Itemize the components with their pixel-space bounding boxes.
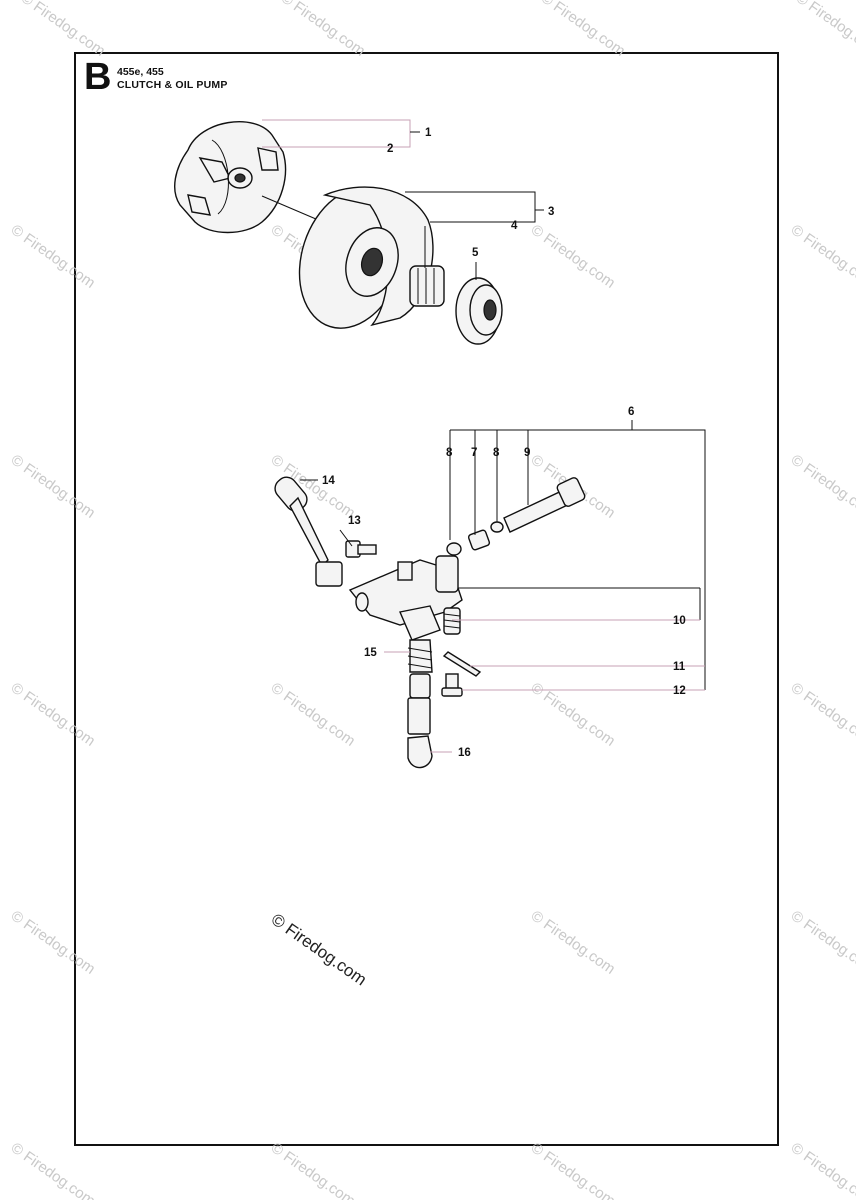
watermark: © Firedog.com (528, 221, 619, 291)
screw (345, 540, 377, 558)
watermark: © Firedog.com (788, 1139, 856, 1200)
watermark: © Firedog.com (268, 1139, 359, 1200)
center-watermark: © Firedog.com (268, 910, 370, 990)
callout-3: 3 (548, 206, 554, 218)
watermark: © Firedog.com (8, 1139, 99, 1200)
callout-9: 9 (524, 447, 530, 459)
watermark: © Firedog.com (268, 679, 359, 749)
callout-12: 12 (673, 685, 686, 697)
callout-4: 4 (511, 220, 518, 232)
pump-plug (441, 673, 463, 697)
leader-6-bracket (450, 429, 706, 690)
watermark: © Firedog.com (8, 451, 99, 521)
sprocket-rim (455, 277, 503, 345)
watermark: © Firedog.com (8, 221, 99, 291)
callout-8b: 8 (493, 447, 500, 459)
watermark: © Firedog.com (18, 0, 109, 60)
watermark: © Firedog.com (538, 0, 629, 60)
callout-1: 1 (425, 127, 432, 139)
watermark: © Firedog.com (788, 907, 856, 977)
leader-3 (405, 191, 536, 223)
watermark: © Firedog.com (278, 0, 369, 60)
watermark: © Firedog.com (788, 679, 856, 749)
diagram-title: CLUTCH & OIL PUMP (117, 79, 228, 91)
callout-2: 2 (387, 143, 393, 155)
pump-piston (407, 639, 433, 769)
leader-13 (339, 529, 353, 547)
section-letter: B (84, 56, 112, 98)
callout-15: 15 (364, 647, 377, 659)
pump-pin (442, 651, 482, 677)
callout-6: 6 (628, 406, 634, 418)
callout-10: 10 (673, 615, 686, 627)
watermark: © Firedog.com (788, 221, 856, 291)
clutch-shoe (174, 121, 287, 234)
page-frame (74, 52, 779, 1146)
pump-spring (443, 607, 461, 635)
watermark: © Firedog.com (793, 0, 856, 60)
callout-13: 13 (348, 515, 361, 527)
callout-11: 11 (673, 661, 686, 673)
clutch-drum (298, 186, 434, 329)
watermark: © Firedog.com (528, 1139, 619, 1200)
callout-7: 7 (471, 447, 477, 459)
watermark: © Firedog.com (8, 907, 99, 977)
callout-5: 5 (472, 247, 479, 259)
watermark: © Firedog.com (8, 679, 99, 749)
needle-bearing (409, 265, 445, 307)
callout-16: 16 (458, 747, 471, 759)
pump-housing (348, 555, 463, 641)
model-numbers: 455e, 455 (117, 66, 164, 78)
watermark: © Firedog.com (788, 451, 856, 521)
watermark: © Firedog.com (528, 907, 619, 977)
pump-shaft (446, 477, 586, 556)
callout-8a: 8 (446, 447, 453, 459)
callout-14: 14 (322, 475, 335, 487)
adjuster-lever (274, 476, 343, 587)
